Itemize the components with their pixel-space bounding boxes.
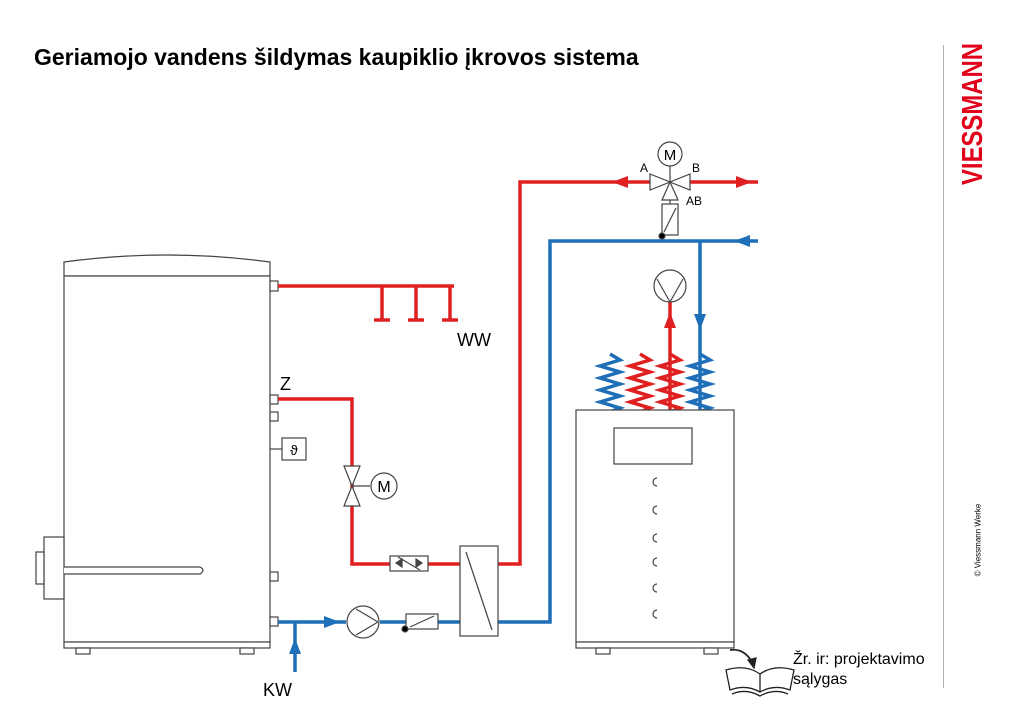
check-valve-icon <box>389 555 429 572</box>
heat-pump-coils <box>593 352 717 415</box>
three-way-valve-icon <box>649 141 691 201</box>
z-label: Z <box>280 374 291 394</box>
ww-label: WW <box>457 330 491 350</box>
viessmann-logo: VIESSMANN <box>958 43 989 185</box>
sensor-symbol: ϑ <box>290 442 298 458</box>
book-icon <box>725 648 795 697</box>
valve-motor-label: M <box>377 479 390 496</box>
flow-arrows-hot <box>612 176 752 328</box>
storage-tank <box>35 254 279 655</box>
reference-line-2: sąlygas <box>793 671 848 688</box>
heat-pump-circulator-icon <box>653 269 687 303</box>
side-divider <box>943 45 944 688</box>
vertical-flow-meter-icon <box>658 200 679 240</box>
svg-text:VIESSMANN: VIESSMANN <box>958 43 989 185</box>
unit-display <box>613 427 693 465</box>
motorized-valve-icon <box>343 465 398 507</box>
temperature-sensor: ϑ <box>270 437 307 461</box>
three-way-motor-label: M <box>664 147 677 164</box>
unit-buttons <box>652 477 658 619</box>
page-title: Geriamojo vandens šildymas kaupiklio įkr… <box>34 44 639 70</box>
pump-icon <box>346 605 380 639</box>
heat-generator-unit <box>575 409 735 655</box>
port-a-label: A <box>640 161 648 175</box>
flow-arrows-cold <box>289 235 750 654</box>
port-b-label: B <box>692 161 700 175</box>
reference-note: Žr. ir: projektavimo sąlygas <box>793 650 925 690</box>
port-ab-label: AB <box>686 194 702 208</box>
heat-exchanger-icon <box>459 545 499 637</box>
reference-line-1: Žr. ir: projektavimo <box>793 651 925 668</box>
heating-flange <box>43 536 65 600</box>
kw-label: KW <box>263 680 292 700</box>
flow-meter-icon <box>401 613 439 633</box>
